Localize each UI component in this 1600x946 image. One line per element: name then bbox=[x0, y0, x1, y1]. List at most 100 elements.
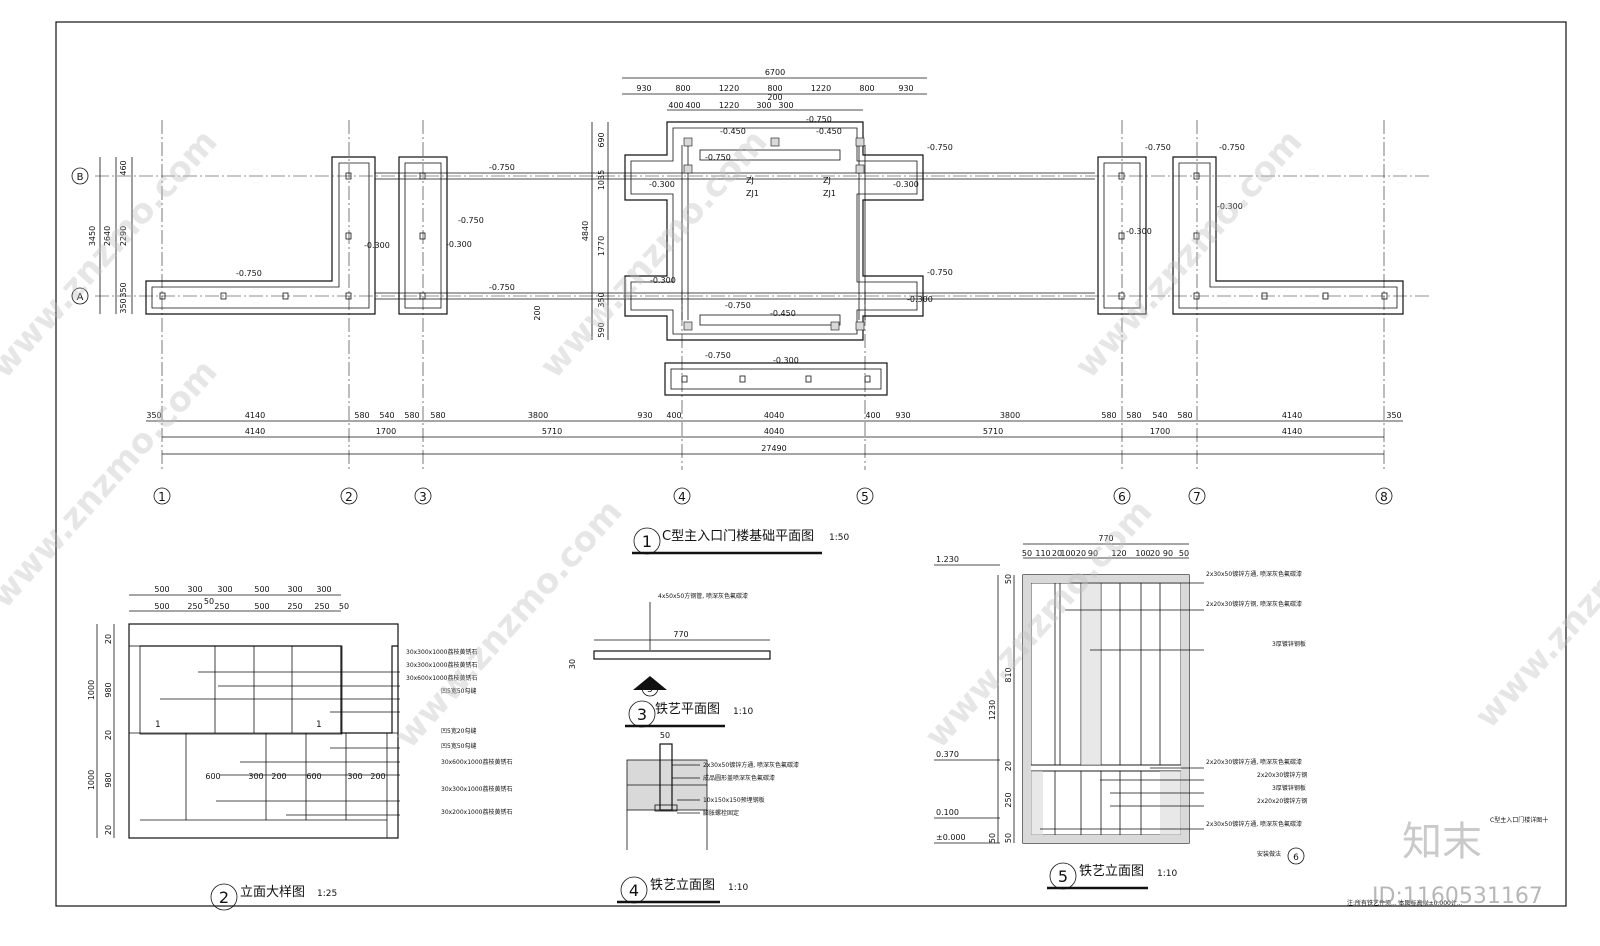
svg-text:350: 350 bbox=[119, 282, 128, 297]
svg-text:350: 350 bbox=[597, 292, 606, 307]
svg-text:3800: 3800 bbox=[1000, 411, 1020, 420]
svg-text:-0.300: -0.300 bbox=[907, 295, 933, 304]
svg-text:0.370: 0.370 bbox=[936, 750, 959, 759]
svg-text:590: 590 bbox=[597, 322, 606, 337]
svg-text:4840: 4840 bbox=[581, 221, 590, 241]
svg-text:120: 120 bbox=[1111, 549, 1126, 558]
svg-text:350: 350 bbox=[146, 411, 161, 420]
svg-text:铁艺立面图: 铁艺立面图 bbox=[650, 878, 715, 893]
svg-text:2640: 2640 bbox=[103, 226, 112, 246]
svg-text:50: 50 bbox=[1179, 549, 1189, 558]
grid-bubbles-columns: 1 2 3 4 5 6 7 8 bbox=[153, 487, 1393, 505]
watermark-site: www.znzmo.com www.znzmo.com www.znzmo.co… bbox=[0, 122, 1600, 756]
svg-text:1: 1 bbox=[642, 532, 652, 551]
svg-text:-0.750: -0.750 bbox=[489, 163, 515, 172]
svg-text:200: 200 bbox=[271, 772, 286, 781]
watermark-brand: 知末 bbox=[1402, 819, 1482, 865]
grid-label-1: 1 bbox=[158, 490, 166, 504]
svg-text:580: 580 bbox=[430, 411, 445, 420]
svg-text:20: 20 bbox=[1052, 549, 1062, 558]
svg-text:500: 500 bbox=[154, 585, 169, 594]
svg-text:-0.450: -0.450 bbox=[816, 127, 842, 136]
svg-text:770: 770 bbox=[673, 630, 688, 639]
svg-text:膨胀螺栓固定: 膨胀螺栓固定 bbox=[703, 809, 739, 817]
svg-text:5710: 5710 bbox=[542, 427, 562, 436]
svg-text:ZJ: ZJ bbox=[746, 176, 754, 185]
svg-text:350: 350 bbox=[1386, 411, 1401, 420]
svg-text:300: 300 bbox=[316, 585, 331, 594]
drawing-frame bbox=[55, 21, 1567, 907]
svg-text:300: 300 bbox=[248, 772, 263, 781]
svg-text:100: 100 bbox=[1135, 549, 1150, 558]
svg-text:30x200x1000荔枝黄锈石: 30x200x1000荔枝黄锈石 bbox=[441, 808, 512, 816]
svg-text:1035: 1035 bbox=[597, 170, 606, 190]
svg-text:800: 800 bbox=[675, 84, 690, 93]
svg-text:1220: 1220 bbox=[719, 101, 739, 110]
plan-foundations bbox=[145, 121, 1404, 396]
svg-text:2x30x50镀锌方通, 喷深灰色氟碳漆: 2x30x50镀锌方通, 喷深灰色氟碳漆 bbox=[703, 761, 799, 769]
svg-text:580: 580 bbox=[1126, 411, 1141, 420]
svg-text:www.znzmo.com: www.znzmo.com bbox=[387, 492, 630, 756]
svg-text:500: 500 bbox=[254, 585, 269, 594]
svg-text:-0.450: -0.450 bbox=[770, 309, 796, 318]
svg-text:-0.750: -0.750 bbox=[458, 216, 484, 225]
svg-text:100: 100 bbox=[1060, 549, 1075, 558]
plan-bottom-dimensions: 350 4140 580 540 580 580 3800 930 400 40… bbox=[146, 411, 1403, 455]
svg-text:20: 20 bbox=[1004, 761, 1013, 771]
svg-text:580: 580 bbox=[404, 411, 419, 420]
svg-text:-0.750: -0.750 bbox=[927, 268, 953, 277]
svg-text:4140: 4140 bbox=[245, 427, 265, 436]
svg-text:20: 20 bbox=[104, 730, 113, 740]
svg-text:5: 5 bbox=[647, 685, 653, 695]
svg-text:50: 50 bbox=[988, 833, 997, 843]
svg-text:30x600x1000荔枝黄锈石: 30x600x1000荔枝黄锈石 bbox=[441, 758, 512, 766]
svg-text:5710: 5710 bbox=[983, 427, 1003, 436]
svg-text:4x50x50方钢管, 喷深灰色氟碳漆: 4x50x50方钢管, 喷深灰色氟碳漆 bbox=[658, 592, 748, 600]
svg-text:1:10: 1:10 bbox=[728, 883, 748, 893]
svg-text:www.znzmo.com: www.znzmo.com bbox=[0, 122, 225, 386]
svg-text:-0.750: -0.750 bbox=[806, 115, 832, 124]
svg-text:2x20x30镀锌方钢, 喷深灰色氟碳漆: 2x20x30镀锌方钢, 喷深灰色氟碳漆 bbox=[1206, 600, 1302, 608]
svg-text:6: 6 bbox=[1293, 853, 1299, 863]
svg-text:1220: 1220 bbox=[811, 84, 831, 93]
svg-text:1230: 1230 bbox=[988, 700, 997, 720]
svg-text:A: A bbox=[77, 292, 84, 303]
svg-text:www.znzmo.com: www.znzmo.com bbox=[532, 122, 775, 386]
svg-text:1: 1 bbox=[155, 720, 161, 730]
svg-text:50: 50 bbox=[339, 602, 349, 611]
svg-text:2290: 2290 bbox=[119, 226, 128, 246]
iron-elevation-detail: 770 50 110 20 100 20 90 120 100 20 90 50… bbox=[934, 534, 1548, 865]
svg-text:400: 400 bbox=[668, 101, 683, 110]
elevation-detail-title: 2 立面大样图 1:25 bbox=[210, 883, 337, 911]
svg-text:300: 300 bbox=[217, 585, 232, 594]
svg-text:铁艺立面图: 铁艺立面图 bbox=[1079, 864, 1144, 879]
svg-text:成品圆形盖喷深灰色氟碳漆: 成品圆形盖喷深灰色氟碳漆 bbox=[703, 774, 775, 782]
iron-elevation-small-title: 4 铁艺立面图 1:10 bbox=[617, 876, 748, 904]
svg-text:2x30x50镀锌方通, 喷深灰色氟碳漆: 2x30x50镀锌方通, 喷深灰色氟碳漆 bbox=[1206, 820, 1302, 828]
svg-text:110: 110 bbox=[1035, 549, 1050, 558]
svg-text:4140: 4140 bbox=[245, 411, 265, 420]
iron-elevation-title: 5 铁艺立面图 1:10 bbox=[1047, 862, 1177, 890]
svg-text:1:50: 1:50 bbox=[829, 533, 849, 543]
svg-text:600: 600 bbox=[306, 772, 321, 781]
svg-text:930: 930 bbox=[895, 411, 910, 420]
svg-text:3: 3 bbox=[637, 705, 647, 724]
svg-text:810: 810 bbox=[1004, 667, 1013, 682]
svg-text:凹5宽20勾缝: 凹5宽20勾缝 bbox=[441, 727, 476, 735]
svg-text:770: 770 bbox=[1098, 534, 1113, 543]
svg-text:800: 800 bbox=[859, 84, 874, 93]
svg-text:www.znzmo.com: www.znzmo.com bbox=[0, 352, 225, 616]
svg-text:300: 300 bbox=[287, 585, 302, 594]
svg-text:350: 350 bbox=[119, 298, 128, 313]
plan-top-dimensions: 6700 930 800 1220 800 1220 800 930 400 4… bbox=[622, 68, 927, 111]
svg-text:铁艺平面图: 铁艺平面图 bbox=[655, 702, 720, 717]
svg-text:2x30x50镀锌方通, 喷深灰色氟碳漆: 2x30x50镀锌方通, 喷深灰色氟碳漆 bbox=[1206, 570, 1302, 578]
svg-text:C型主入口门楼基础平面图: C型主入口门楼基础平面图 bbox=[662, 529, 814, 544]
svg-text:3厚镀锌钢板: 3厚镀锌钢板 bbox=[1272, 784, 1306, 792]
svg-text:800: 800 bbox=[767, 84, 782, 93]
svg-text:1:10: 1:10 bbox=[733, 707, 753, 717]
svg-text:600: 600 bbox=[205, 772, 220, 781]
svg-text:3800: 3800 bbox=[528, 411, 548, 420]
svg-text:20: 20 bbox=[1076, 549, 1086, 558]
svg-text:400: 400 bbox=[865, 411, 880, 420]
